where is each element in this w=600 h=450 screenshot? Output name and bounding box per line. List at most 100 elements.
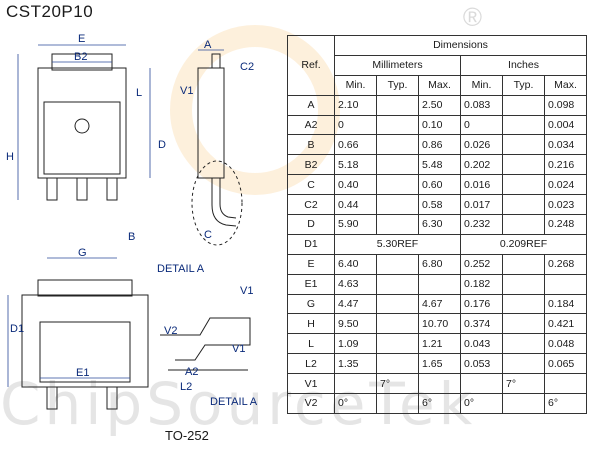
row-value: 6.30 (418, 214, 461, 235)
row-ref: A (287, 94, 335, 116)
row-value: 0.065 (544, 353, 587, 375)
row-ref: D (287, 214, 335, 235)
row-value: 10.70 (418, 313, 461, 335)
row-ref: D1 (287, 233, 335, 255)
sub-header: Typ. (502, 74, 545, 96)
row-value (502, 194, 545, 216)
millimeters-header: Millimeters (334, 54, 461, 76)
row-ref: E (287, 253, 335, 275)
row-value (502, 273, 545, 295)
row-value: 1.65 (418, 353, 461, 375)
top-view-body (37, 67, 127, 179)
row-value (376, 313, 419, 335)
row-value: 1.35 (334, 353, 377, 375)
sub-header: Min. (334, 74, 377, 96)
row-value (502, 253, 545, 275)
sub-header: Typ. (376, 74, 419, 96)
row-value: 5.90 (334, 214, 377, 235)
row-value (502, 313, 545, 335)
row-value (460, 373, 503, 395)
dim-label-e: E (78, 33, 85, 45)
row-ref: V2 (287, 393, 335, 414)
row-value: 0.083 (460, 94, 503, 116)
detail-a-circle (191, 160, 243, 246)
row-value: 6° (544, 393, 587, 414)
row-value: 7° (502, 373, 545, 395)
row-value: 0.026 (460, 134, 503, 156)
detail-a-label: DETAIL A (157, 263, 205, 275)
row-value: 4.67 (418, 293, 461, 315)
row-value (502, 393, 545, 414)
row-value: 6.80 (418, 253, 461, 275)
row-value: 1.09 (334, 333, 377, 355)
dim-label-b: B (128, 231, 135, 243)
row-value: 4.47 (334, 293, 377, 315)
dim-label-v2: V2 (164, 325, 177, 337)
row-value: 0.184 (544, 293, 587, 315)
package-name: TO-252 (165, 428, 209, 443)
sub-header: Min. (460, 74, 503, 96)
row-value: 0.232 (460, 214, 503, 235)
row-value: 1.21 (418, 333, 461, 355)
row-value: 0.043 (460, 333, 503, 355)
row-value (376, 94, 419, 116)
row-value (376, 273, 419, 295)
row-value: 0.66 (334, 134, 377, 156)
dim-label-d1: D1 (10, 323, 24, 335)
row-value: 0.216 (544, 154, 587, 176)
side-view-body (197, 67, 225, 179)
row-value (376, 253, 419, 275)
row-ref: C (287, 174, 335, 196)
row-value: 0.004 (544, 114, 587, 136)
row-value (544, 373, 587, 395)
row-value: 0.048 (544, 333, 587, 355)
row-value: 5.18 (334, 154, 377, 176)
dim-label-l: L (136, 87, 142, 99)
dimensions-table: Ref. Dimensions Millimeters Inches Min. … (287, 35, 587, 414)
row-value (376, 393, 419, 414)
row-value (376, 134, 419, 156)
row-value (502, 174, 545, 196)
dimensions-header: Dimensions (334, 35, 587, 56)
row-value: 0.421 (544, 313, 587, 335)
row-value: 0.268 (544, 253, 587, 275)
row-value: 2.10 (334, 94, 377, 116)
row-value: 0.182 (460, 273, 503, 295)
row-ref: V1 (287, 373, 335, 395)
row-value: 2.50 (418, 94, 461, 116)
dim-label-v1: V1 (180, 85, 193, 97)
row-value: 0.248 (544, 214, 587, 235)
sub-header: Max. (544, 74, 587, 96)
row-value: 6° (418, 393, 461, 414)
row-value: 0.44 (334, 194, 377, 216)
row-ref: C2 (287, 194, 335, 216)
row-value (502, 353, 545, 375)
row-value (376, 174, 419, 196)
row-value: 0.023 (544, 194, 587, 216)
row-ref: E1 (287, 273, 335, 295)
row-mm-typ: 5.30REF (334, 233, 461, 255)
row-value: 4.63 (334, 273, 377, 295)
table-header-row-2: Millimeters Inches (288, 54, 587, 76)
row-value: 0 (460, 114, 503, 136)
row-value: 0.10 (418, 114, 461, 136)
detail-a-profile (160, 317, 251, 361)
detail-a-label-bottom: DETAIL A (210, 396, 258, 408)
row-value: 9.50 (334, 313, 377, 335)
part-number-title: CST20P10 (6, 2, 94, 21)
watermark-registered-mark: ® (462, 2, 482, 32)
sub-header: Max. (418, 74, 461, 96)
dim-label-v1-lower: V1 (232, 343, 245, 355)
dim-label-e1: E1 (76, 367, 89, 379)
dim-label-d: D (158, 139, 166, 151)
row-value: 0.024 (544, 174, 587, 196)
row-value: 0.86 (418, 134, 461, 156)
